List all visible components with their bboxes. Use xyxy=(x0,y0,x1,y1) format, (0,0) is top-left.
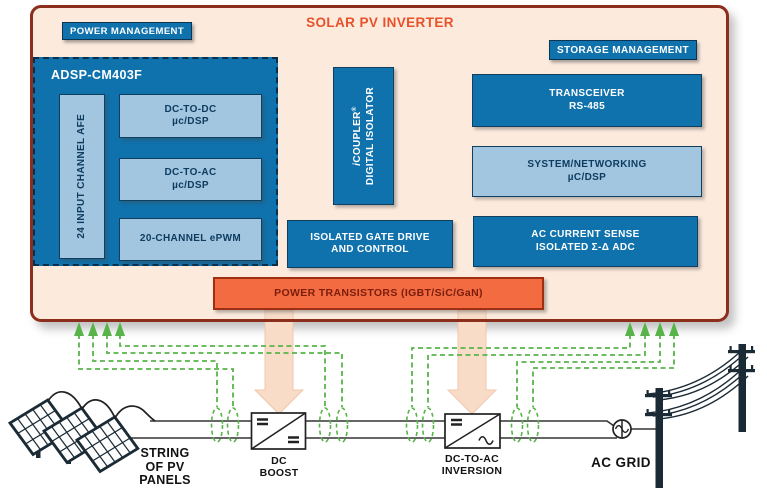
isolated-gate-drive-block: ISOLATED GATE DRIVE AND CONTROL xyxy=(287,220,453,268)
dc-to-ac-inversion-label: DC-TO-AC INVERSION xyxy=(441,453,503,477)
power-bus-wires xyxy=(130,420,657,439)
afe-label: 24 INPUT CHANNEL AFE xyxy=(75,114,87,239)
current-sense-loops xyxy=(210,407,540,443)
ac-current-sense-block: AC CURRENT SENSE ISOLATED Σ-Δ ADC xyxy=(473,216,698,267)
pv-panels xyxy=(7,391,156,474)
icoupler-digital-isolator-block: iCOUPLER® DIGITAL ISOLATOR xyxy=(333,67,394,205)
epwm-block: 20-CHANNEL ePWM xyxy=(119,218,262,261)
adsp-cm403f-block: ADSP-CM403F 24 INPUT CHANNEL AFE DC-TO-D… xyxy=(33,57,278,266)
storage-management-tag: STORAGE MANAGEMENT xyxy=(549,40,697,60)
dc-to-ac-dsp-block: DC-TO-AC µc/DSP xyxy=(119,158,262,201)
afe-block: 24 INPUT CHANNEL AFE xyxy=(59,94,105,259)
dc-to-ac-inversion-symbol xyxy=(444,413,501,449)
adsp-cm403f-title: ADSP-CM403F xyxy=(51,68,143,82)
dc-boost-label: DC BOOST xyxy=(259,455,299,479)
system-networking-block: SYSTEM/NETWORKING µC/DSP xyxy=(472,146,702,197)
power-flow-arrows xyxy=(253,309,498,415)
power-transistors-block: POWER TRANSISTORS (IGBT/SiC/GaN) xyxy=(213,277,544,310)
sense-arrowheads xyxy=(74,322,679,336)
grid-transmission-wires xyxy=(647,350,749,420)
dc-boost-symbol xyxy=(250,412,307,450)
utility-poles xyxy=(645,344,755,488)
icoupler-label: iCOUPLER® xyxy=(351,106,364,166)
current-sense-routing xyxy=(78,334,675,407)
ac-grid-label: AC GRID xyxy=(591,455,651,470)
pv-string-label: STRING OF PV PANELS xyxy=(139,446,191,487)
transceiver-rs485-block: TRANSCEIVER RS-485 xyxy=(472,74,702,127)
pv-string-jumper-wires xyxy=(47,391,156,422)
power-management-tag: POWER MANAGEMENT xyxy=(62,22,192,40)
ac-source-symbol xyxy=(612,419,632,439)
dc-to-dc-dsp-block: DC-TO-DC µc/DSP xyxy=(119,94,262,138)
diagram-title: SOLAR PV INVERTER xyxy=(306,15,454,30)
